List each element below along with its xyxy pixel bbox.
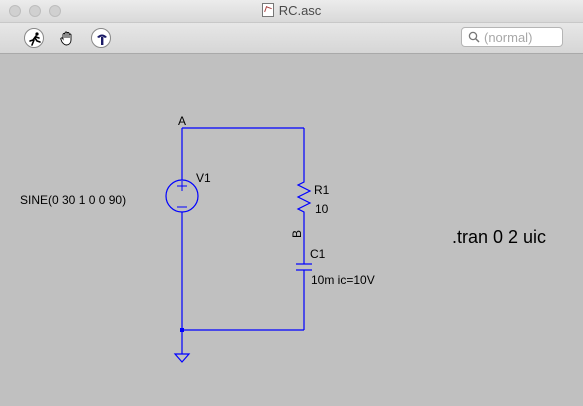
search-box[interactable] — [461, 27, 563, 47]
junction-dot — [180, 328, 184, 332]
v1-name-label[interactable]: V1 — [196, 171, 211, 185]
running-man-icon — [29, 32, 41, 46]
r1-name-label[interactable]: R1 — [314, 183, 330, 197]
pan-button[interactable] — [57, 28, 77, 48]
window-title: RC.asc — [0, 3, 583, 18]
resistor-r1[interactable] — [296, 178, 312, 214]
voltage-source-v1[interactable] — [165, 179, 199, 213]
schematic-canvas[interactable]: A B V1 SINE(0 30 1 0 0 90) R1 10 C1 10m … — [0, 54, 583, 406]
close-button[interactable] — [9, 5, 21, 17]
window-title-text: RC.asc — [278, 3, 322, 18]
wires — [181, 127, 305, 354]
spice-directive[interactable]: .tran 0 2 uic — [452, 227, 546, 247]
v1-value-label[interactable]: SINE(0 30 1 0 0 90) — [20, 193, 126, 207]
r1-value-label[interactable]: 10 — [315, 202, 329, 216]
capacitor-c1[interactable] — [296, 263, 312, 271]
search-icon — [468, 31, 480, 43]
hand-icon — [60, 31, 72, 46]
ground-icon[interactable] — [173, 353, 191, 363]
node-label-b[interactable]: B — [290, 230, 304, 238]
run-button[interactable] — [24, 28, 44, 48]
c1-value-label[interactable]: 10m ic=10V — [311, 273, 375, 287]
document-icon — [261, 3, 274, 17]
hammer-icon — [97, 34, 107, 45]
node-label-a[interactable]: A — [178, 114, 186, 128]
minimize-button[interactable] — [29, 5, 41, 17]
search-input[interactable] — [484, 29, 558, 45]
c1-name-label[interactable]: C1 — [310, 247, 326, 261]
title-bar: RC.asc — [0, 0, 583, 23]
zoom-button[interactable] — [49, 5, 61, 17]
halt-button[interactable] — [91, 28, 111, 48]
